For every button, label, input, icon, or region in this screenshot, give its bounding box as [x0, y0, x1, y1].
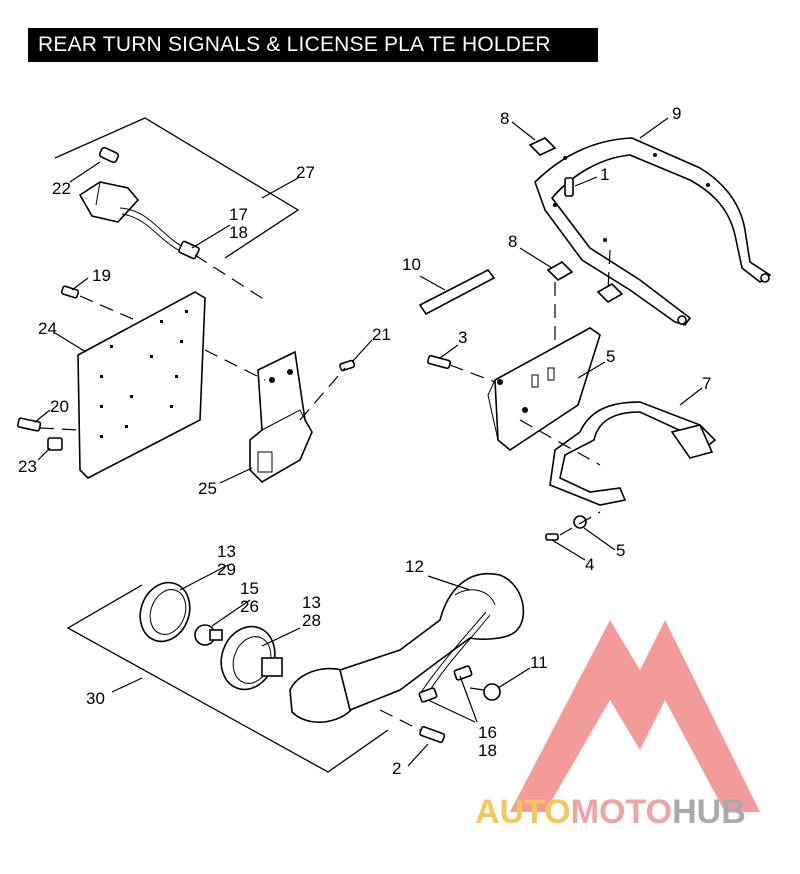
part-2-screw [419, 725, 446, 744]
part-11-nut [483, 683, 501, 701]
leader-lines [34, 117, 703, 767]
part-9-rack [534, 137, 772, 326]
callout-16: 16 [478, 723, 497, 742]
callout-24: 24 [38, 319, 57, 338]
alignment-lines-right [449, 249, 611, 536]
part-1-screw [564, 177, 574, 197]
callout-22: 22 [52, 179, 71, 198]
callout-labels: 22 27 17 18 19 24 21 20 23 25 8 9 1 8 10… [18, 104, 711, 778]
alignment-lines-signal [379, 687, 485, 731]
part-24-license-plate [77, 291, 206, 479]
part-10-strip [418, 268, 496, 316]
callout-20: 20 [50, 397, 69, 416]
watermark-logo [510, 620, 760, 812]
callout-7: 7 [702, 374, 711, 393]
callout-26: 26 [240, 597, 259, 616]
callout-13-mid: 13 [302, 593, 321, 612]
part-5-washer [573, 515, 587, 529]
part-8-clamp-low [596, 283, 624, 303]
group-bracket-27 [54, 117, 300, 259]
watermark-part-1: AUTO [475, 793, 571, 831]
part-5-mount-bracket [487, 327, 601, 451]
part-4-screw [545, 533, 559, 541]
part-7-lower-rack [549, 401, 717, 506]
callout-23: 23 [18, 457, 37, 476]
callout-18-bottom: 18 [478, 741, 497, 760]
part-25-plate-bracket [249, 350, 313, 484]
callout-30: 30 [86, 689, 105, 708]
callout-1: 1 [600, 165, 609, 184]
callout-9: 9 [672, 104, 681, 123]
callout-8-mid: 8 [508, 232, 517, 251]
watermark-part-3: HUB [672, 793, 746, 831]
group-bracket-30 [66, 584, 389, 773]
part-21-screw [339, 359, 356, 372]
callout-5-bracket: 5 [606, 347, 615, 366]
watermark-text: AUTOMOTOHUB [475, 793, 746, 831]
callout-4: 4 [585, 555, 594, 574]
alignment-lines-left [39, 254, 346, 431]
callout-8-top: 8 [500, 109, 509, 128]
diagram-title: REAR TURN SIGNALS & LICENSE PLA TE HOLDE… [28, 28, 598, 62]
part-22-bulb [98, 146, 120, 164]
part-8-clamp-top [528, 137, 557, 156]
callout-25: 25 [198, 479, 217, 498]
callout-11: 11 [530, 653, 548, 672]
part-19-screw [60, 285, 80, 299]
callout-3: 3 [458, 328, 467, 347]
callout-10: 10 [402, 255, 421, 274]
callout-15: 15 [240, 579, 259, 598]
watermark-part-2: MOTO [571, 793, 672, 831]
part-20-screw [16, 417, 42, 432]
part-29-lens [139, 581, 191, 643]
part-12-turn-signal-bar [339, 572, 525, 712]
part-8-clamp-mid [546, 261, 574, 281]
part-26-bulb [194, 624, 223, 646]
callout-28: 28 [302, 611, 321, 630]
part-28-socket-housing [220, 625, 283, 691]
callout-5-washer: 5 [616, 541, 625, 560]
callout-13-top: 13 [217, 542, 236, 561]
callout-12: 12 [405, 557, 424, 576]
callout-29: 29 [217, 560, 236, 579]
part-23-nut [47, 437, 63, 451]
callout-19: 19 [92, 266, 111, 285]
callout-27: 27 [296, 163, 315, 182]
part-license-lamp [78, 181, 200, 260]
part-3-screw [426, 354, 452, 370]
part-16-wiring [418, 611, 491, 703]
callout-17: 17 [229, 205, 248, 224]
callout-2: 2 [392, 759, 401, 778]
callout-18-top: 18 [229, 223, 248, 242]
callout-21: 21 [372, 325, 391, 344]
